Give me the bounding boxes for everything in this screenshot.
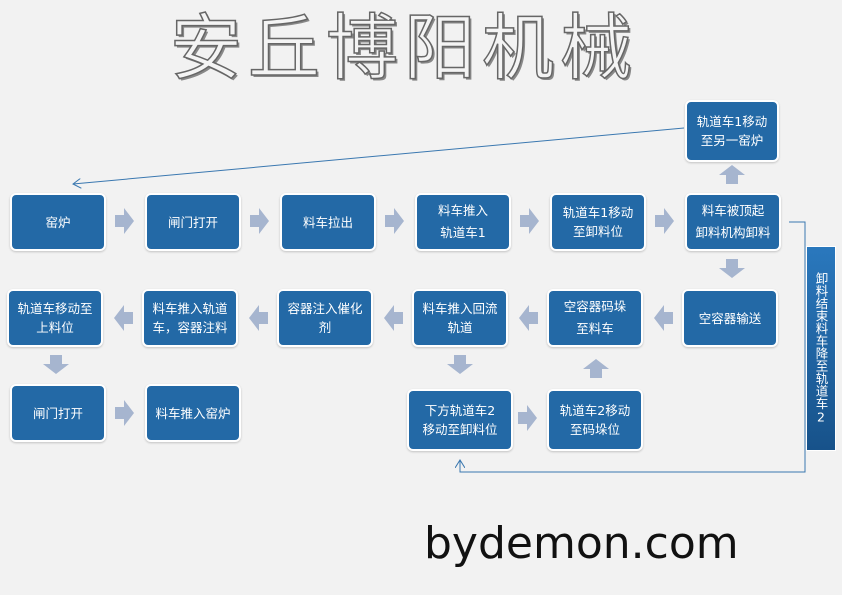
node-cart-push-return: 料车推入回流 轨道 [412,289,508,347]
node-rail1-to-other-kiln: 轨道车1移动 至另一窑炉 [685,100,779,162]
node-inject-catalyst: 容器注入催化剂 [277,289,373,347]
watermark: 安丘博阳机械 [169,5,639,91]
node-rail-to-load: 轨道车移动至 上料位 [7,289,103,347]
node-cart-push-rail1: 料车推入 轨道车1 [415,193,511,251]
node-lower-rail2-to-unload: 下方轨道车2 移动至卸料位 [407,389,513,451]
site-label: bydemon.com [424,518,739,569]
node-gate-open-2: 闸门打开 [10,384,106,442]
node-cart-push-rail-fill: 料车推入轨道 车，容器注料 [142,289,238,347]
node-empty-stack-to-cart: 空容器码垛 至料车 [547,289,643,347]
node-cart-lifted-unload: 料车被顶起 卸料机构卸料 [685,193,781,251]
block-arrows [43,165,745,431]
node-empty-convey: 空容器输送 [682,289,778,347]
node-rail1-to-unload: 轨道车1移动 至卸料位 [550,193,646,251]
return-to-kiln-line [73,127,685,184]
node-kiln: 窑炉 [10,193,106,251]
node-cart-push-kiln: 料车推入窑炉 [145,384,241,442]
node-rail2-to-stack: 轨道车2移动 至码垛位 [547,389,643,451]
node-cart-pull-out: 料车拉出 [280,193,376,251]
rail2-return-line [460,221,806,473]
node-unload-end: 卸料结束料车降至轨道车2 [806,246,836,451]
node-gate-open-1: 闸门打开 [145,193,241,251]
